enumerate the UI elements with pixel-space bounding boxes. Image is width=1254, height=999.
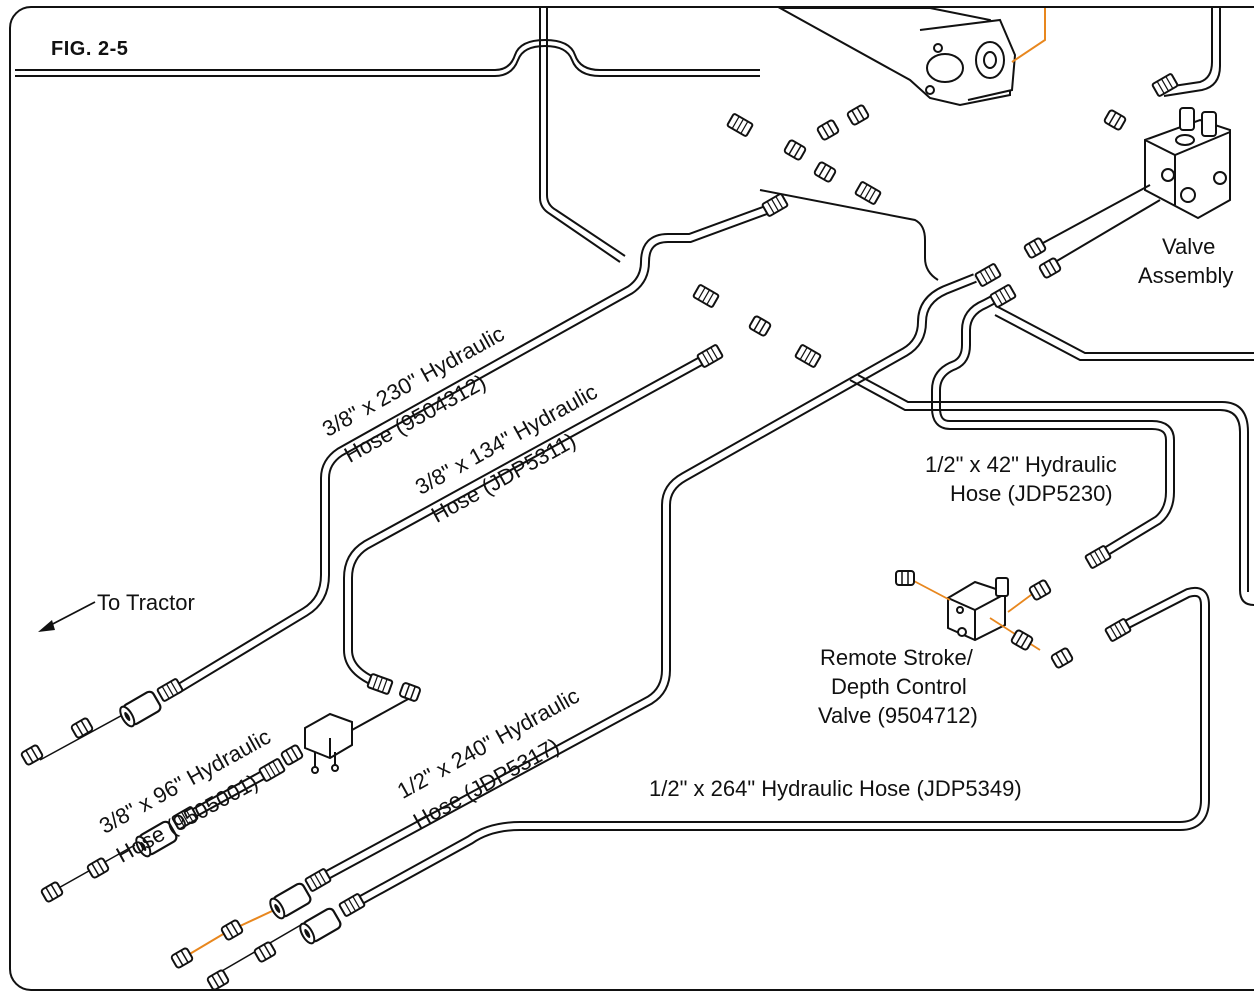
cylinder-leader-line bbox=[1011, 8, 1046, 63]
central-fittings bbox=[691, 72, 1180, 369]
label-hose-264: 1/2" x 264" Hydraulic Hose (JDP5349) bbox=[649, 776, 1022, 801]
label-to-tractor: To Tractor bbox=[97, 590, 195, 615]
label-valve-assembly-line1: Valve bbox=[1162, 234, 1216, 259]
hose-230-path bbox=[173, 200, 782, 695]
hose-134-path bbox=[343, 351, 713, 689]
label-valve-assembly-line2: Assembly bbox=[1138, 263, 1234, 288]
hose-96-path bbox=[182, 765, 275, 823]
remote-control-valve bbox=[947, 577, 1009, 642]
label-remote-valve-line1: Remote Stroke/ bbox=[820, 645, 973, 670]
valve-assembly-block bbox=[1144, 107, 1231, 220]
label-hose-42-line1: 1/2" x 42" Hydraulic bbox=[925, 452, 1117, 477]
label-hose-42-line2: Hose (JDP5230) bbox=[950, 481, 1113, 506]
label-remote-valve-line2: Depth Control bbox=[831, 674, 967, 699]
figure-frame bbox=[9, 6, 1254, 991]
valve-assembly-line-a bbox=[1029, 184, 1151, 251]
figure-title: FIG. 2-5 bbox=[51, 38, 129, 60]
tractor-end-fittings bbox=[19, 672, 422, 992]
hose-264-path bbox=[349, 586, 1210, 910]
hydraulic-cylinder bbox=[776, 7, 1017, 107]
valve-assembly-line-b bbox=[1044, 199, 1161, 269]
hose-42-path bbox=[931, 291, 1175, 565]
label-remote-valve-line3: Valve (9504712) bbox=[818, 703, 978, 728]
to-tractor-arrow bbox=[38, 601, 96, 632]
inline-valve bbox=[304, 697, 411, 774]
hose-240-path bbox=[315, 273, 977, 885]
machine-frame-lines bbox=[15, 8, 1254, 606]
